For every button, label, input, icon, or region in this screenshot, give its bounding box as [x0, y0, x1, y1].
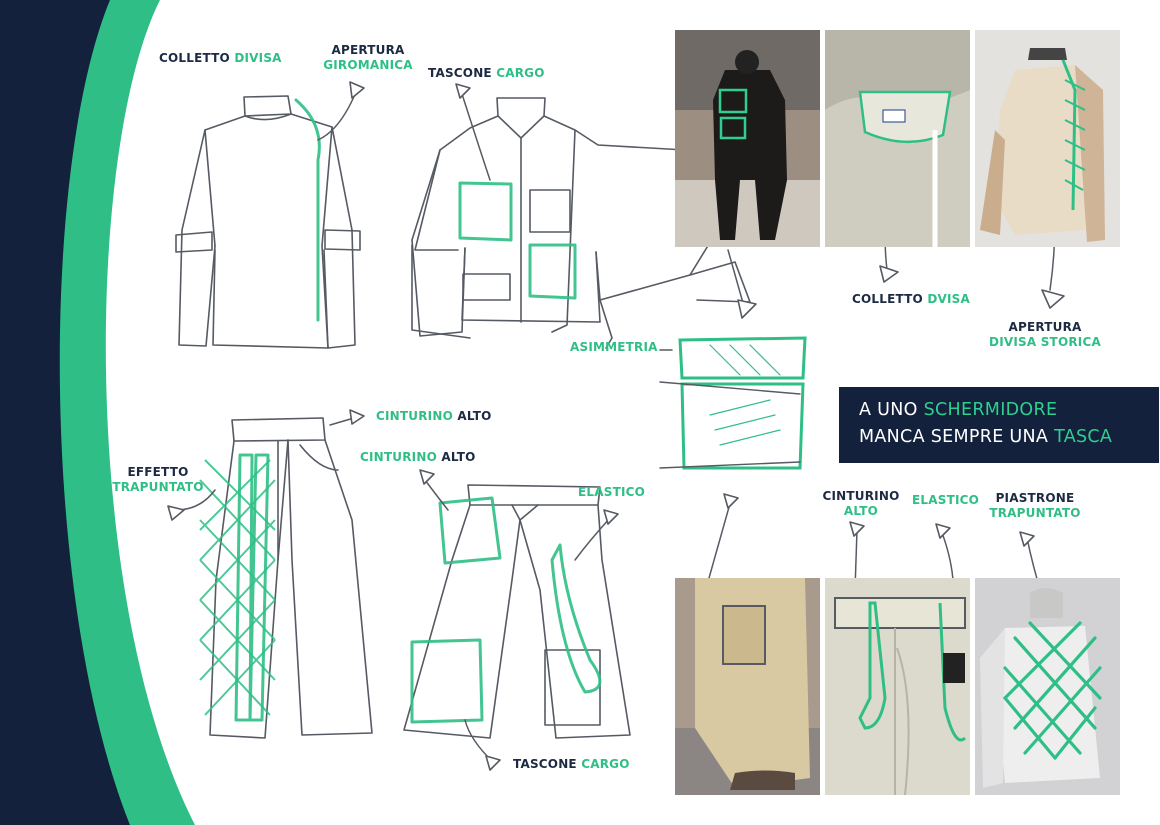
label-accent-text: CARGO [496, 66, 545, 80]
label-text: ALTO [457, 409, 492, 423]
slogan-accent: SCHERMIDORE [923, 400, 1058, 420]
label-elastico-photo: ELASTICO [912, 493, 980, 507]
label-piastrone-trapuntato: PIASTRONE TRAPUNTATO [985, 491, 1085, 521]
label-colletto-dvisa: COLLETTO DVISA [852, 292, 970, 307]
label-accent-text: GIROMANICA [323, 58, 413, 72]
historic-fencing-jacket-photo [975, 30, 1120, 247]
wide-trousers-sketch [209, 417, 373, 739]
label-accent-text: CINTURINO [376, 409, 453, 423]
label-accent-text: DIVISA STORICA [989, 335, 1101, 349]
label-accent-text: ALTO [843, 504, 879, 518]
label-text: ALTO [441, 450, 476, 464]
asymmetry-pocket-sketch [659, 336, 807, 470]
quilted-plastron-photo [975, 578, 1120, 795]
waistband-elastic-photo [825, 578, 970, 795]
slogan-text: MANCA SEMPRE UNA [859, 427, 1049, 447]
fencing-collar-photo [825, 30, 970, 247]
label-accent-text: TRAPUNTATO [112, 480, 204, 494]
label-accent-text: DVISA [927, 292, 970, 306]
sweater-sketch [175, 95, 361, 349]
cargo-trousers-photo [675, 578, 820, 795]
label-cinturino-alto-2: CINTURINO ALTO [360, 450, 476, 465]
slogan-text: A UNO [859, 400, 918, 420]
label-text: PIASTRONE [995, 491, 1075, 505]
slogan-line-2: MANCA SEMPRE UNA TASCA [859, 427, 1112, 447]
label-text: TASCONE [513, 757, 577, 771]
label-text: CINTURINO [822, 489, 900, 503]
label-accent-text: CINTURINO [360, 450, 437, 464]
label-tascone-cargo-top: TASCONE CARGO [428, 66, 545, 81]
label-accent-text: TRAPUNTATO [989, 506, 1081, 520]
label-asimmetria: ASIMMETRIA [570, 340, 658, 354]
label-colletto-divisa: COLLETTO DIVISA [159, 51, 282, 66]
label-effetto-trapuntato: EFFETTO TRAPUNTATO [108, 465, 208, 495]
slogan-banner: A UNO SCHERMIDORE MANCA SEMPRE UNA TASCA [839, 387, 1159, 463]
side-band-decoration [0, 0, 195, 825]
label-cinturino-alto-photo: CINTURINO ALTO [820, 489, 902, 519]
label-tascone-cargo-bottom: TASCONE CARGO [513, 757, 630, 772]
label-apertura-storica: APERTURA DIVISA STORICA [985, 320, 1105, 350]
slogan-line-1: A UNO SCHERMIDORE [859, 400, 1057, 420]
label-text: APERTURA [1008, 320, 1082, 334]
cargo-trousers-sketch [403, 484, 631, 739]
label-apertura-giromanica: APERTURA GIROMANICA [318, 43, 418, 73]
label-text: COLLETTO [159, 51, 230, 65]
slogan-accent: TASCA [1054, 427, 1113, 447]
label-cinturino-alto-1: CINTURINO ALTO [376, 409, 492, 424]
label-accent-text: DIVISA [234, 51, 282, 65]
label-text: APERTURA [331, 43, 405, 57]
label-text: COLLETTO [852, 292, 923, 306]
label-accent-text: CARGO [581, 757, 630, 771]
runway-leather-jacket-photo [675, 30, 820, 247]
label-text: EFFETTO [127, 465, 189, 479]
label-elastico-sketch: ELASTICO [578, 485, 646, 499]
label-text: TASCONE [428, 66, 492, 80]
